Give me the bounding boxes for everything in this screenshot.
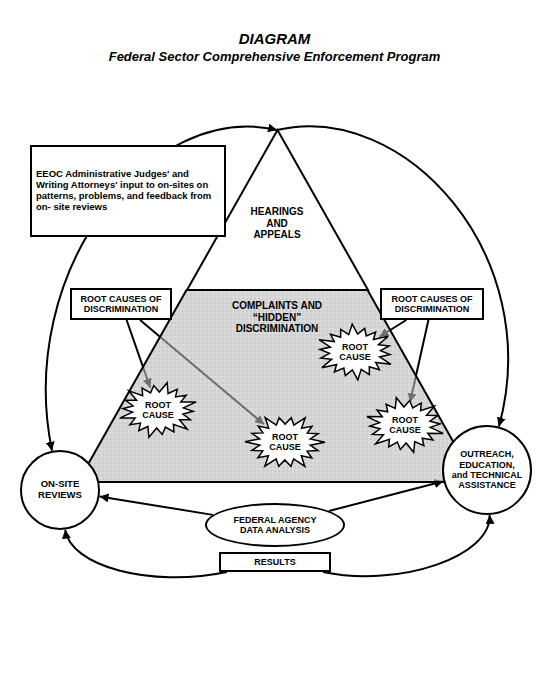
node-text: ROOT CAUSE: [263, 432, 307, 453]
root-cause-burst: ROOT CAUSE: [118, 382, 198, 438]
connector-arrow: [329, 481, 443, 511]
node-text: HEARINGS AND APPEALS: [246, 206, 308, 241]
node-text: RESULTS: [223, 557, 327, 567]
results-box: RESULTS: [219, 552, 331, 572]
shape-path: [319, 324, 391, 380]
shape-path: [187, 130, 368, 290]
connector-arrow: [99, 496, 212, 514]
node-text: ON-SITE REVIEWS: [28, 479, 92, 501]
connector-arrow: [323, 515, 490, 576]
node-text: ROOT CAUSE: [383, 415, 427, 436]
callout-box: ROOT CAUSES OF DISCRIMINATION: [380, 288, 484, 320]
node-text: ROOT CAUSE: [333, 342, 377, 363]
node-text: FEDERAL AGENCY DATA ANALYSIS: [223, 515, 327, 536]
node-text: ROOT CAUSES OF DISCRIMINATION: [384, 294, 480, 315]
node-text: COMPLAINTS AND “HIDDEN” DISCRIMINATION: [229, 300, 325, 335]
note-box: EEOC Administrative Judges' and Writing …: [30, 145, 226, 237]
node-text: ROOT CAUSE: [136, 400, 180, 421]
callout-box: ROOT CAUSES OF DISCRIMINATION: [70, 288, 172, 320]
subtitle: Federal Sector Comprehensive Enforcement…: [0, 49, 549, 64]
connector-arrow: [65, 530, 227, 578]
node-text: EEOC Administrative Judges' and Writing …: [36, 169, 220, 213]
onsite-circle: ON-SITE REVIEWS: [20, 450, 100, 530]
node-text: ROOT CAUSES OF DISCRIMINATION: [73, 294, 169, 315]
outreach-circle: OUTREACH, EDUCATION, and TECHNICAL ASSIS…: [442, 425, 532, 515]
root-cause-burst: ROOT CAUSE: [315, 324, 395, 380]
shape-path: [120, 383, 196, 438]
diagram-title: DIAGRAM: [0, 30, 549, 47]
data-ellipse: FEDERAL AGENCY DATA ANALYSIS: [205, 503, 345, 547]
shape-path: [367, 398, 443, 453]
shape-path: [245, 418, 325, 467]
root-cause-burst: ROOT CAUSE: [365, 397, 445, 453]
root-cause-burst: ROOT CAUSE: [245, 414, 325, 470]
node-text: OUTREACH, EDUCATION, and TECHNICAL ASSIS…: [451, 449, 523, 490]
